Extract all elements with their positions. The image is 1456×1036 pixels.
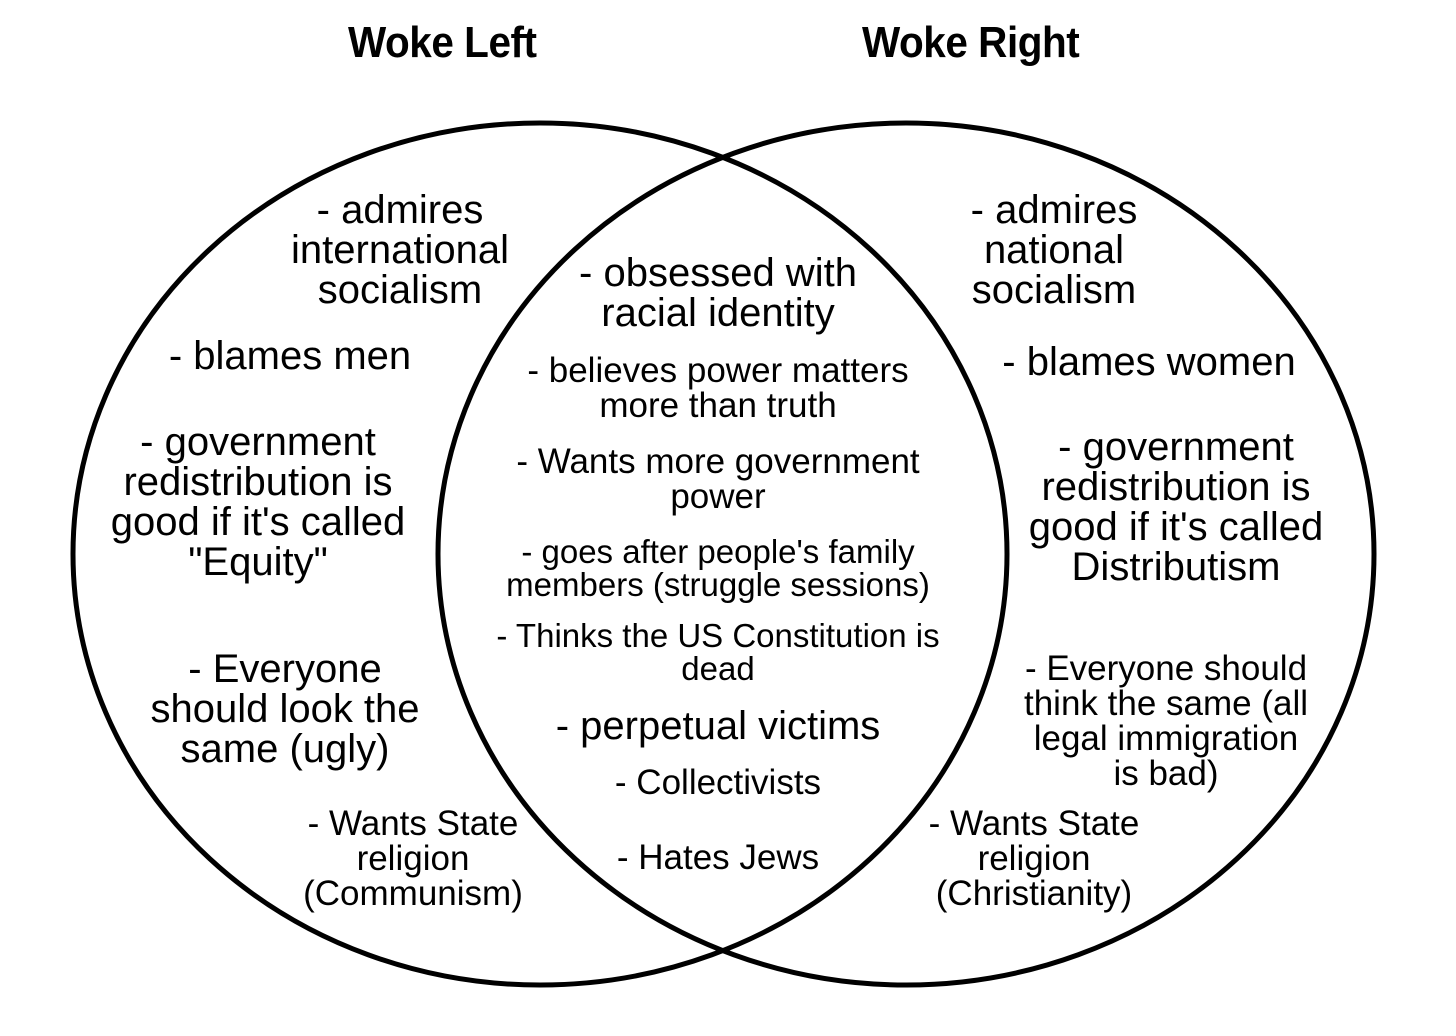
right-item-blames-women: - blames women xyxy=(1002,340,1296,384)
overlap-item-struggle-sessions: - goes after people's family members (st… xyxy=(506,533,930,603)
right-item-state-religion: - Wants State religion (Christianity) xyxy=(928,804,1140,913)
overlap-item-government-power: - Wants more government power xyxy=(516,442,920,516)
overlap-item-racial-identity: - obsessed with racial identity xyxy=(579,251,857,335)
right-item-redistribution-distributism: - government redistribution is good if i… xyxy=(1028,425,1324,589)
overlap-item-constitution-dead: - Thinks the US Constitution is dead xyxy=(496,617,940,687)
right-item-admires-socialism: - admires national socialism xyxy=(970,188,1138,312)
right-set-title: Woke Right xyxy=(862,18,1080,67)
overlap-item-perpetual-victims: - perpetual victims xyxy=(555,704,881,748)
overlap-item-hates-jews: - Hates Jews xyxy=(616,838,820,877)
left-set-title: Woke Left xyxy=(348,18,537,67)
right-item-think-the-same: - Everyone should think the same (all le… xyxy=(1023,649,1309,793)
left-item-admires-socialism: - admires international socialism xyxy=(291,188,509,312)
left-item-redistribution-equity: - government redistribution is good if i… xyxy=(110,420,406,584)
overlap-item-collectivists: - Collectivists xyxy=(614,763,822,802)
left-item-look-the-same: - Everyone should look the same (ugly) xyxy=(150,647,420,771)
overlap-item-power-over-truth: - believes power matters more than truth xyxy=(527,351,909,425)
right-circle xyxy=(435,120,1377,988)
left-item-blames-men: - blames men xyxy=(168,334,412,378)
left-item-state-religion: - Wants State religion (Communism) xyxy=(303,804,523,913)
left-circle xyxy=(70,120,1010,988)
